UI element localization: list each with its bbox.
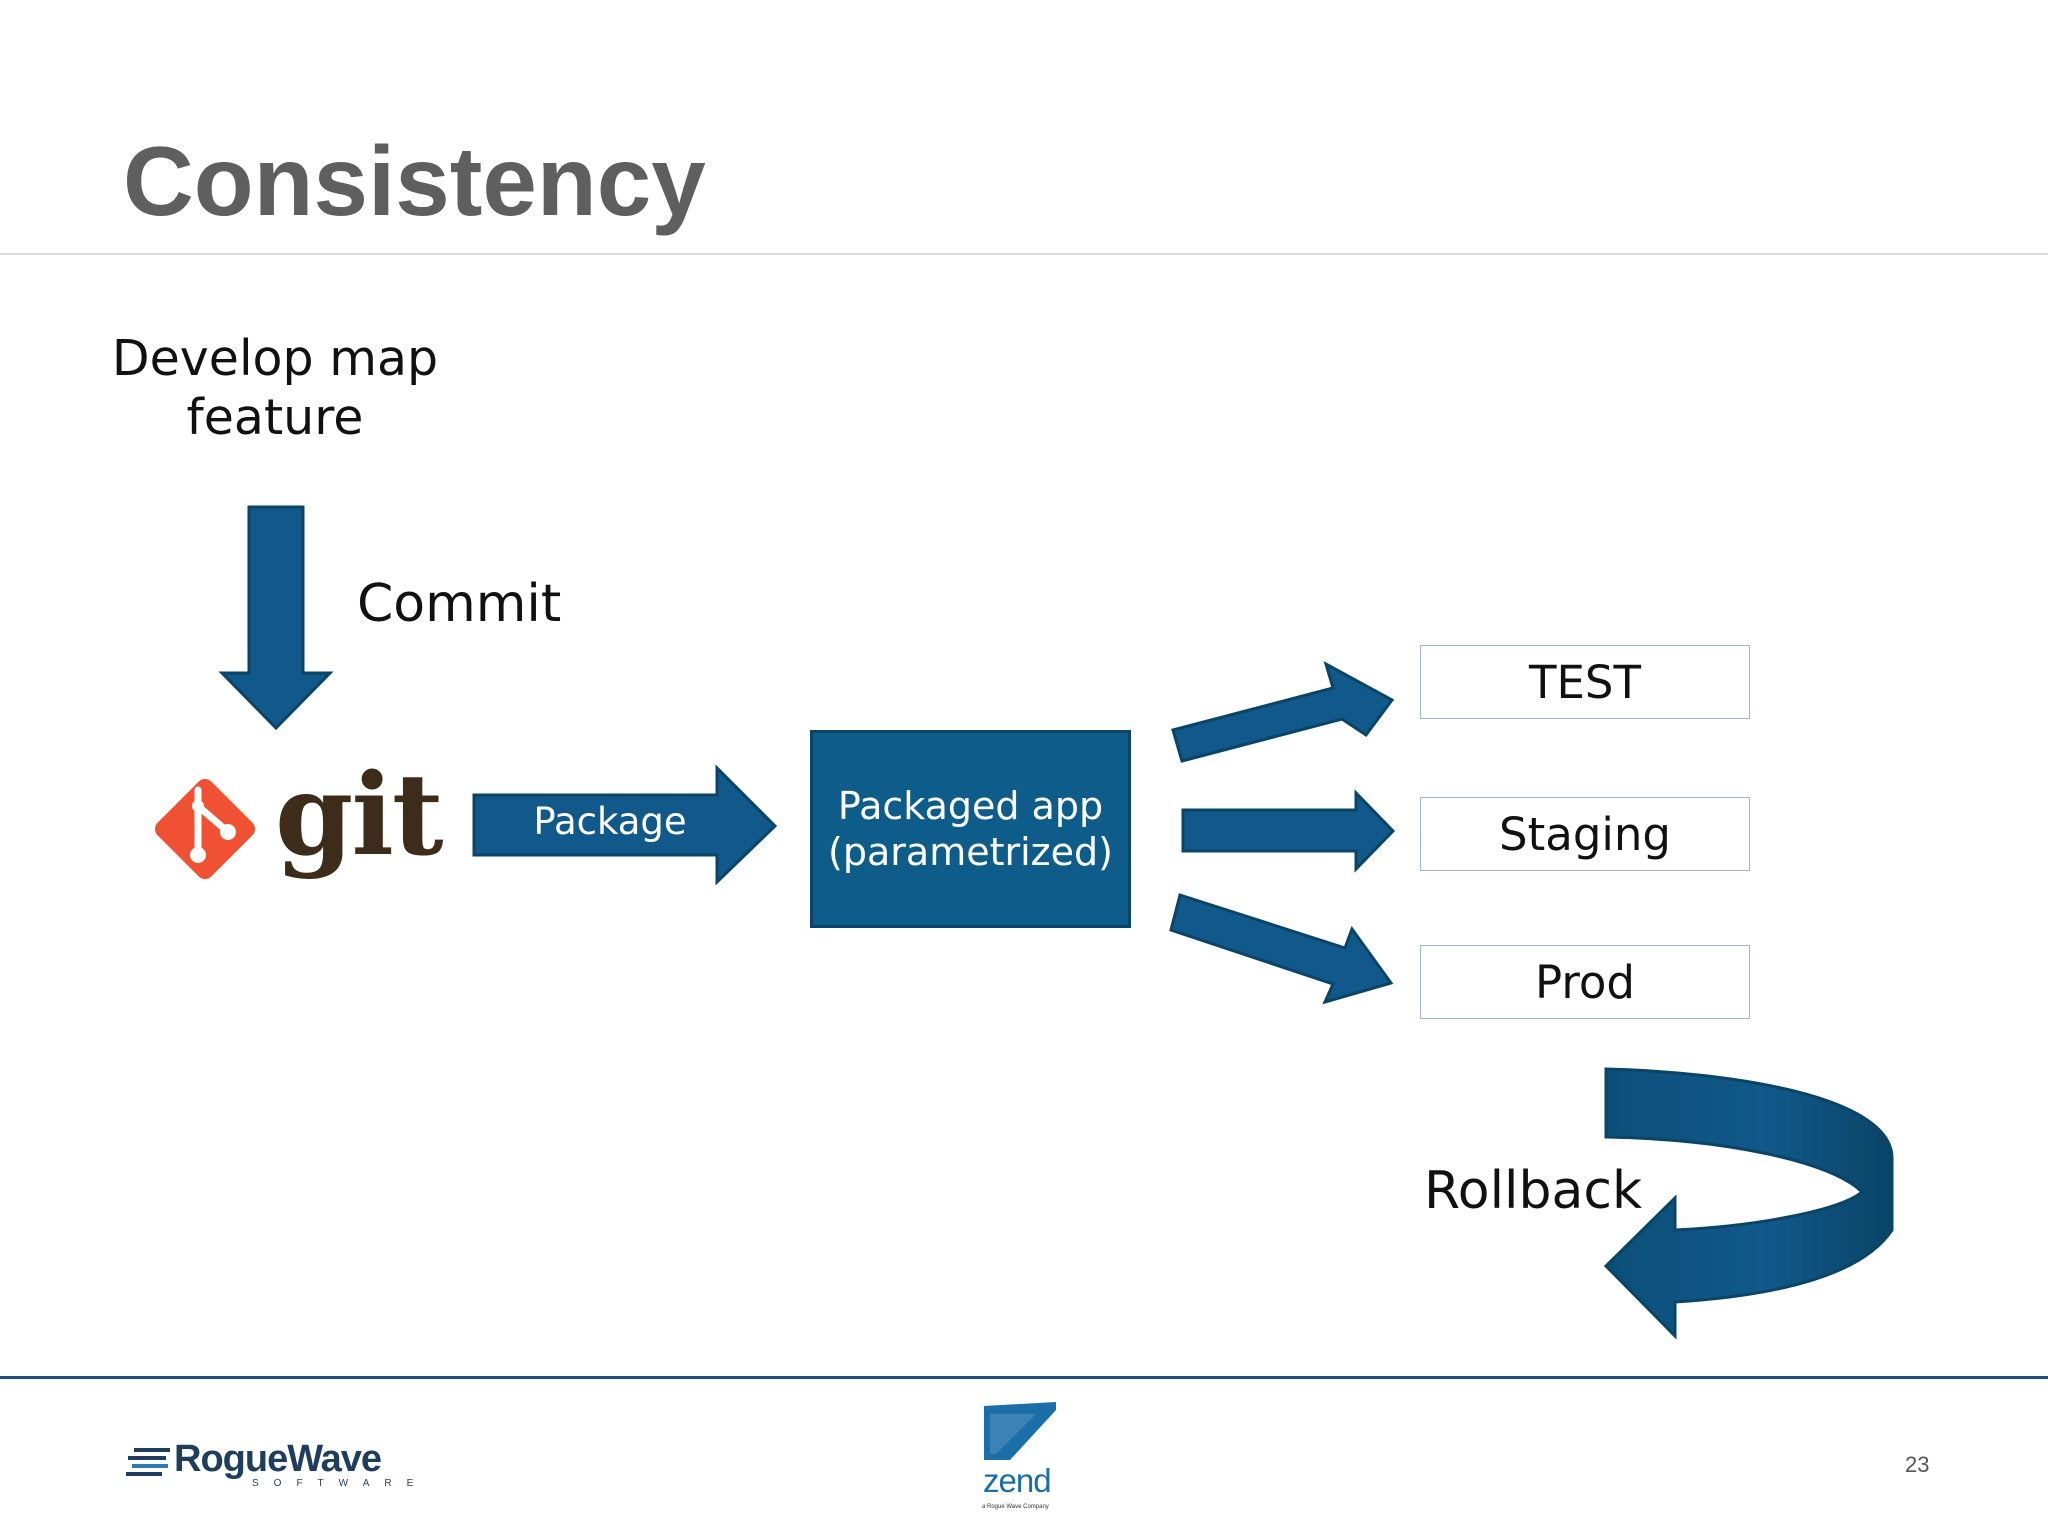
zend-wordmark: zend xyxy=(983,1462,1052,1499)
roguewave-logo: RogueWave SOFTWARE xyxy=(126,1438,426,1498)
packaged-app-line1: Packaged app xyxy=(837,783,1104,828)
roguewave-name: RogueWave xyxy=(174,1438,382,1480)
title-divider xyxy=(0,253,2048,255)
zend-tagline: a Rogue Wave Company xyxy=(982,1504,1049,1510)
commit-arrow xyxy=(218,505,334,731)
package-arrow-label: Package xyxy=(533,800,687,843)
git-wordmark: git xyxy=(275,750,444,881)
zend-z-icon xyxy=(984,1402,1058,1460)
git-node-icon xyxy=(220,824,236,840)
footer-divider xyxy=(0,1376,2048,1379)
git-node-icon xyxy=(190,847,206,863)
roguewave-waves-icon xyxy=(126,1448,170,1476)
page-number: 23 xyxy=(1905,1452,1930,1477)
git-node-icon xyxy=(192,800,204,812)
slide-title: Consistency xyxy=(123,126,706,236)
env-box-test: TEST xyxy=(1420,645,1750,719)
git-logo-icon xyxy=(154,778,256,880)
test-arrow xyxy=(1171,660,1395,763)
packaged-app-box: Packaged app (parametrized) xyxy=(810,730,1131,928)
env-box-prod: Prod xyxy=(1420,945,1750,1019)
develop-feature-label: Develop map feature xyxy=(100,330,450,448)
env-box-staging: Staging xyxy=(1420,797,1750,871)
packaged-app-line2: (parametrized) xyxy=(828,830,1113,874)
develop-label-line2: feature xyxy=(186,388,364,446)
zend-logo: zend a Rogue Wave Company xyxy=(978,1402,1088,1517)
commit-label: Commit xyxy=(357,574,562,634)
package-arrow xyxy=(472,764,778,886)
rollback-arrow xyxy=(1603,1067,1894,1340)
roguewave-sub: SOFTWARE xyxy=(252,1478,429,1489)
develop-label-line1: Develop map xyxy=(111,330,439,387)
staging-arrow xyxy=(1181,789,1396,873)
prod-arrow xyxy=(1169,893,1394,1005)
rollback-label: Rollback xyxy=(1424,1161,1643,1221)
